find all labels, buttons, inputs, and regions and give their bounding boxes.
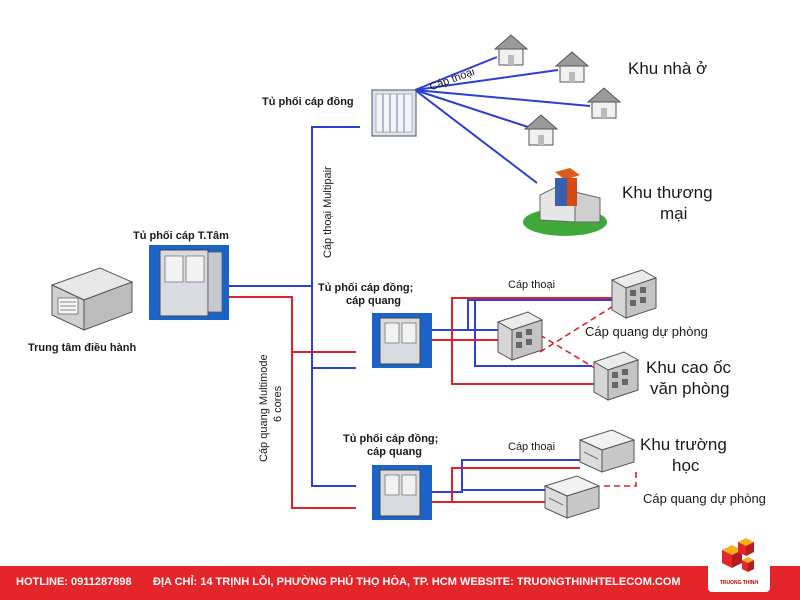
house-icon (586, 87, 622, 119)
house-icon (523, 114, 559, 146)
office-building-icon (610, 269, 658, 319)
office-building-icon (592, 351, 640, 401)
phone-to-house-3 (414, 89, 591, 107)
logo-text: TRUONG THINH (719, 580, 759, 586)
footer-hotline[interactable]: HOTLINE: 0911287898 (16, 576, 132, 588)
fiber-trunk (229, 296, 356, 509)
backup-fiber-office-label: Cáp quang dự phòng (585, 324, 708, 339)
phone-to-house-2 (414, 69, 559, 91)
school-area-label-2: học (672, 456, 700, 475)
phone-office-branch-2 (474, 300, 592, 367)
school-cabinet-icon (372, 465, 432, 520)
logo-cubes-icon (722, 538, 754, 572)
phone-line-office-label: Cáp thoại (508, 279, 556, 291)
residential-area-label: Khu nhà ở (628, 59, 708, 78)
fiber-lines (229, 296, 612, 509)
office-building-icon (496, 311, 544, 361)
commercial-area-label-2: mại (660, 204, 688, 223)
school-area-label-1: Khu trường (640, 435, 727, 454)
network-diagram (50, 34, 658, 520)
company-logo: TRUONG THINH (708, 530, 770, 592)
fiber-office-route (432, 297, 612, 341)
office-area-label-1: Khu cao ốc (646, 358, 732, 377)
center-room-label: Trung tâm điều hành (28, 342, 137, 354)
phone-school-branch (461, 460, 545, 491)
copper-trunk (229, 285, 356, 487)
office-cabinet-label-2: cáp quang (346, 295, 402, 307)
copper-to-top-cabinet (311, 126, 360, 286)
fiber-office-branch-1 (451, 340, 594, 385)
phone-multipair-label: Cáp thoại Multipair (322, 166, 334, 258)
school-building-icon (543, 475, 601, 519)
house-icon (493, 34, 529, 66)
fiber-school-route (432, 467, 580, 503)
school-building-icon (578, 429, 636, 473)
school-cabinet-label-1: Tủ phối cáp đồng; (343, 433, 439, 445)
backup-fiber-lines (539, 304, 637, 487)
commercial-building-icon (523, 168, 607, 236)
phone-line-school-label: Cáp thoại (508, 441, 556, 453)
phone-to-house-1 (414, 56, 498, 91)
footer-bar: HOTLINE: 0911287898 ĐỊA CHỈ: 14 TRỊNH LỖ… (0, 566, 800, 600)
office-area-label-2: văn phòng (650, 379, 730, 398)
phone-to-house-4 (414, 89, 529, 128)
copper-cabinet-label: Tủ phối cáp đồng (262, 96, 354, 108)
copper-cabinet-icon (371, 89, 417, 137)
backup-fiber-school-label: Cáp quang dự phòng (643, 491, 766, 506)
fiber-cores-label: 6 cores (272, 385, 284, 422)
office-cabinet-icon (372, 313, 432, 368)
main-cabinet-label: Tủ phối cáp T.Tâm (133, 230, 229, 242)
house-icon (554, 51, 590, 83)
commercial-area-label-1: Khu thương (622, 183, 713, 202)
footer-address: ĐỊA CHỈ: 14 TRỊNH LỖI, PHƯỜNG PHÚ THỌ HÒ… (153, 576, 457, 588)
footer-website[interactable]: WEBSITE: TRUONGTHINHTELECOM.COM (460, 576, 681, 588)
phone-to-commercial (414, 89, 538, 184)
school-cabinet-label-2: cáp quang (367, 446, 423, 458)
phone-office-branch (467, 300, 498, 331)
copper-lines (229, 56, 612, 493)
main-cabinet-icon (149, 245, 229, 320)
office-cabinet-label-1: Tủ phối cáp đồng; (318, 282, 414, 294)
fiber-multimode-label: Cáp quang Multimode (258, 354, 270, 462)
operations-center-icon (50, 267, 134, 331)
